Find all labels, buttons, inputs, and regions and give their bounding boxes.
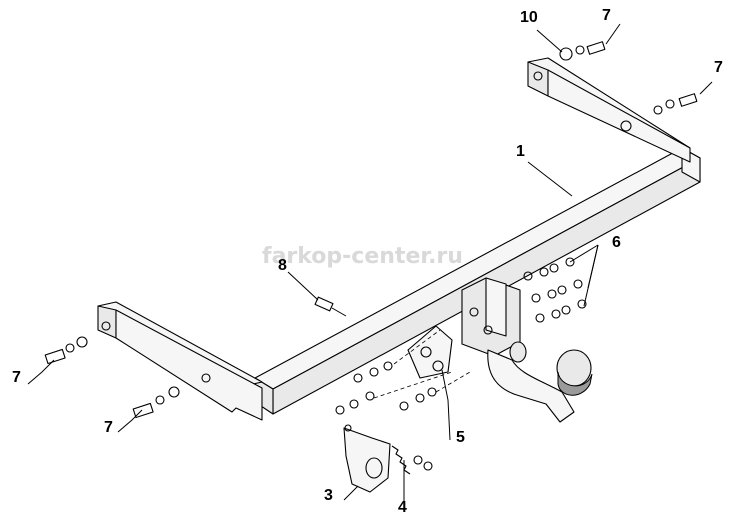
main-cross-beam (254, 147, 701, 415)
bracket-hole-icon (101, 321, 111, 331)
right-side-bracket (527, 57, 691, 163)
left-side-bracket (97, 301, 263, 421)
watermark-text: farkop-center.ru (262, 244, 463, 269)
callout-ball-bracket: 5 (456, 429, 465, 446)
callout-bolt-top-right: 7 (602, 7, 611, 24)
ball-mount-bracket (407, 277, 521, 379)
tow-ball (487, 341, 593, 423)
callout-socket-plate: 3 (324, 487, 333, 504)
callout-bolt-bottom-left: 7 (104, 419, 113, 436)
bracket-nut-icon (620, 120, 632, 132)
bolt-set-right (523, 257, 587, 323)
bolt-top (559, 41, 606, 61)
callout-washer: 10 (520, 9, 538, 26)
socket-plate (343, 427, 391, 493)
spring-bolt (391, 445, 433, 475)
bolt-left (44, 336, 88, 365)
bolt-set-left (335, 329, 471, 432)
bolt-right (653, 93, 698, 115)
bolt-bottom-left (132, 386, 180, 419)
bracket-hole-icon (533, 71, 543, 81)
callout-bolt-right: 7 (714, 59, 723, 76)
callout-spring-bolt: 4 (398, 499, 407, 516)
callout-frame: 1 (516, 143, 525, 160)
leader-lines (27, 23, 713, 510)
bracket-hole-icon (201, 373, 211, 383)
center-bolt (314, 296, 347, 317)
callout-center-bolt: 8 (278, 257, 287, 274)
callouts: 1 10 7 7 6 8 7 7 5 3 4 (12, 7, 723, 516)
callout-bolt-left: 7 (12, 369, 21, 386)
callout-bolt-set: 6 (612, 234, 621, 251)
